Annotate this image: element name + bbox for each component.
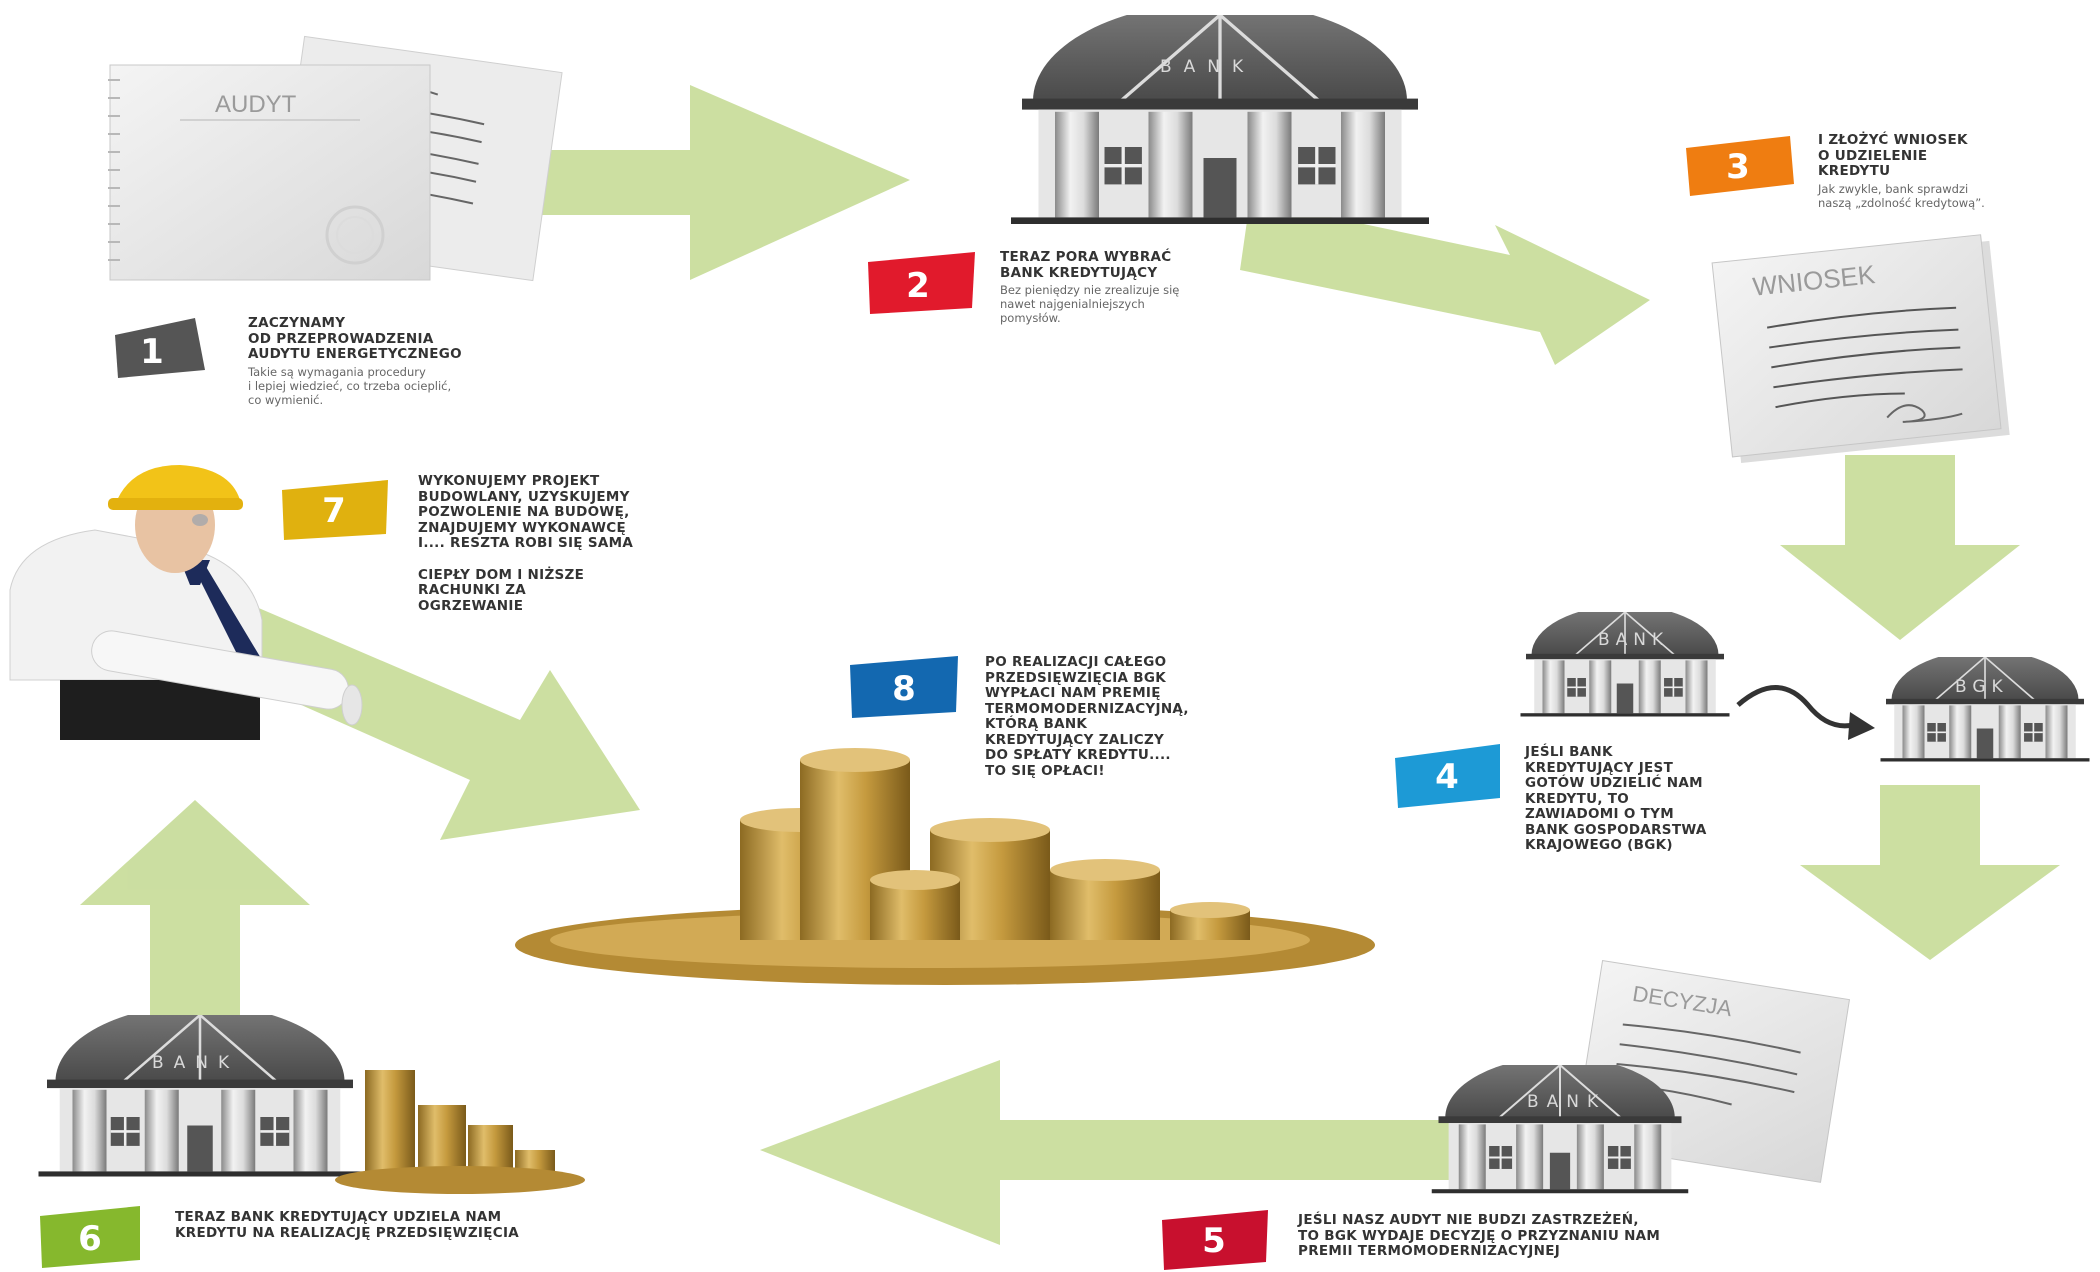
application-document-icon: WNIOSEK (1711, 234, 2010, 464)
step-5-number: 5 (1202, 1221, 1226, 1261)
flow-arrows (80, 85, 2060, 1245)
arrow-3-to-4 (1780, 455, 2020, 640)
small-coins-icon (335, 1070, 585, 1194)
transfer-arrowhead-icon (1848, 712, 1875, 740)
step-7-number: 7 (322, 491, 346, 531)
step-2-text: TERAZ PORA WYBRAĆ BANK KREDYTUJĄCY Bez p… (1000, 249, 1320, 325)
step-6-badge: 6 (40, 1206, 140, 1268)
step-2-description: Bez pieniędzy nie zrealizuje się nawet n… (1000, 283, 1180, 325)
bgk-label: BGK (1955, 677, 2009, 697)
bank-building-icon-step4: BANK (1519, 612, 1731, 718)
step-8-title: PO REALIZACJI CAŁEGO PRZEDSIĘWZIĘCIA BGK… (985, 654, 1189, 779)
step-4-text: JEŚLI BANK KREDYTUJĄCY JEST GOTÓW UDZIEL… (1525, 744, 1825, 854)
step-8-text: PO REALIZACJI CAŁEGO PRZEDSIĘWZIĘCIA BGK… (985, 654, 1315, 779)
bank-building-icon-step5: BANK (1430, 1065, 1690, 1195)
step-3-text: I ZŁOŻYĆ WNIOSEK O UDZIELENIE KREDYTU Ja… (1818, 132, 2088, 210)
arrow-4-to-5 (1800, 785, 2060, 960)
arrow-7-to-8 (200, 600, 640, 840)
step-6-text: TERAZ BANK KREDYTUJĄCY UDZIELA NAM KREDY… (175, 1209, 715, 1241)
step-1-badge: 1 (115, 318, 205, 378)
bank-label-step6: BANK (152, 1053, 239, 1073)
step-4-title: JEŚLI BANK KREDYTUJĄCY JEST GOTÓW UDZIEL… (1525, 744, 1707, 853)
step-3-badge: 3 (1686, 136, 1794, 196)
step-7-text: WYKONUJEMY PROJEKT BUDOWLANY, UZYSKUJEMY… (418, 473, 748, 614)
step-8-number: 8 (892, 669, 916, 709)
step-7-title: WYKONUJEMY PROJEKT BUDOWLANY, UZYSKUJEMY… (418, 473, 634, 551)
arrow-1-to-2 (520, 85, 910, 280)
step-4-badge: 4 (1395, 744, 1500, 808)
step-1-description: Takie są wymagania procedury i lepiej wi… (248, 364, 452, 407)
step-8-badge: 8 (850, 656, 958, 718)
audit-label: AUDYT (215, 91, 297, 118)
step-3-title: I ZŁOŻYĆ WNIOSEK O UDZIELENIE KREDYTU (1818, 132, 1968, 179)
step-6-title: TERAZ BANK KREDYTUJĄCY UDZIELA NAM KREDY… (175, 1209, 520, 1241)
bank-building-icon-step6: BANK (37, 1015, 363, 1178)
step-3-number: 3 (1726, 147, 1750, 187)
step-6-number: 6 (78, 1219, 102, 1259)
bank-building-icon: BANK (1009, 15, 1431, 226)
coin-stacks-icon (515, 748, 1375, 985)
transfer-arrow-icon (1736, 685, 1854, 729)
step-1-title: ZACZYNAMY OD PRZEPROWADZENIA AUDYTU ENER… (248, 315, 462, 362)
step-2-title: TERAZ PORA WYBRAĆ BANK KREDYTUJĄCY (1000, 249, 1172, 281)
bgk-building-icon: BGK (1879, 657, 2091, 763)
bank-label-step5: BANK (1527, 1092, 1606, 1112)
step-1-text: ZACZYNAMY OD PRZEPROWADZENIA AUDYTU ENER… (248, 315, 568, 407)
audit-document-icon: AUDYT (108, 35, 563, 282)
arrow-5-to-6 (760, 1060, 1460, 1245)
step-5-title: JEŚLI NASZ AUDYT NIE BUDZI ZASTRZEŻEŃ, T… (1298, 1212, 1661, 1259)
step-2-number: 2 (906, 266, 930, 306)
blueprint-roll-icon (91, 630, 363, 726)
engineer-figure (9, 465, 363, 740)
step-5-badge: 5 (1162, 1210, 1268, 1270)
arrow-2-to-3 (1240, 200, 1650, 365)
step-3-description: Jak zwykle, bank sprawdzi naszą „zdolnoś… (1818, 181, 1985, 210)
step-7-title-2: CIEPŁY DOM I NIŻSZE RACHUNKI ZA OGRZEWAN… (418, 566, 585, 614)
step-4-number: 4 (1435, 757, 1459, 797)
step-1-number: 1 (140, 332, 164, 372)
arrow-6-to-7 (80, 800, 310, 1020)
step-2-badge: 2 (868, 252, 975, 314)
step-5-text: JEŚLI NASZ AUDYT NIE BUDZI ZASTRZEŻEŃ, T… (1298, 1212, 1858, 1260)
bank-label: BANK (1160, 57, 1255, 77)
bank-label-step4: BANK (1598, 630, 1669, 650)
step-7-badge: 7 (282, 480, 388, 540)
